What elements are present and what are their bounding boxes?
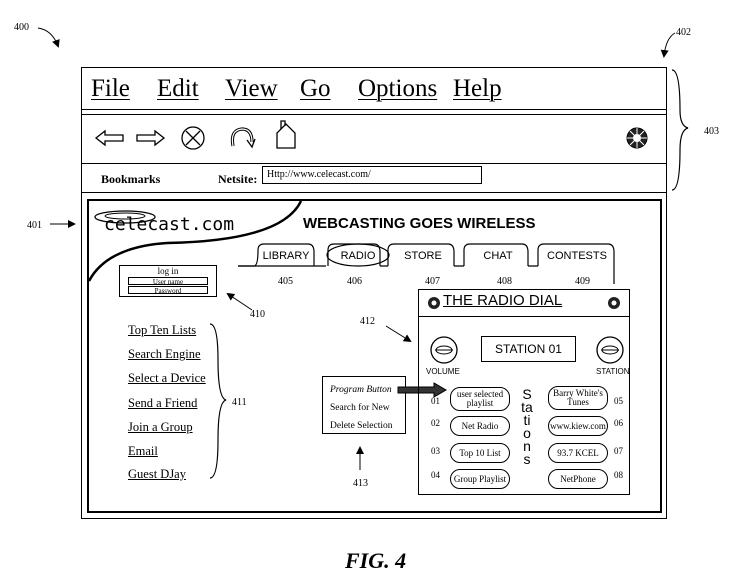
brace-411 <box>209 323 227 479</box>
ref-412: 412 <box>360 316 375 327</box>
forward-arrow-icon[interactable] <box>134 128 166 148</box>
menu-divider <box>82 109 666 110</box>
ref-406: 406 <box>347 276 362 287</box>
ref-410: 410 <box>250 309 265 320</box>
preset-context-menu: Program Button Search for New Delete Sel… <box>322 376 406 434</box>
preset-num-01: 01 <box>431 396 440 406</box>
dial-title: THE RADIO DIAL <box>443 292 563 309</box>
logo-curve <box>87 200 303 282</box>
dial-title-divider <box>419 316 629 317</box>
preset-button-05[interactable]: Barry White's Tunes <box>548 386 608 410</box>
menu-view[interactable]: View <box>225 75 278 102</box>
preset-button-08[interactable]: NetPhone <box>548 469 608 489</box>
ref-407: 407 <box>425 276 440 287</box>
preset-num-02: 02 <box>431 418 440 428</box>
dial-left-globe-icon <box>428 297 440 309</box>
nav-join-group[interactable]: Join a Group <box>128 420 193 434</box>
netsite-label: Netsite: <box>218 172 258 186</box>
radio-dial-panel <box>418 289 630 495</box>
menu-delete-selection[interactable]: Delete Selection <box>330 421 393 431</box>
menu-options[interactable]: Options <box>358 75 438 102</box>
station-knob-icon[interactable] <box>595 335 625 365</box>
web-content-area <box>87 199 662 513</box>
ref-405: 405 <box>278 276 293 287</box>
toolbar-divider <box>82 163 666 164</box>
volume-knob-icon[interactable] <box>429 335 459 365</box>
menu-file[interactable]: File <box>91 75 130 102</box>
preset-button-02[interactable]: Net Radio <box>450 416 510 436</box>
preset-button-04[interactable]: Group Playlist <box>450 469 510 489</box>
preset-button-07[interactable]: 93.7 KCEL <box>548 443 608 463</box>
preset-num-05: 05 <box>614 396 623 406</box>
menu-search-for-new[interactable]: Search for New <box>330 403 390 413</box>
ref-409: 409 <box>575 276 590 287</box>
url-input[interactable]: Http://www.celecast.com/ <box>262 166 482 184</box>
nav-select-device[interactable]: Select a Device <box>128 371 206 385</box>
nav-email[interactable]: Email <box>128 444 158 458</box>
tab-contests[interactable]: CONTESTS <box>547 250 607 262</box>
nav-top-ten-lists[interactable]: Top Ten Lists <box>128 323 197 337</box>
ref-413: 413 <box>353 478 368 489</box>
arrow-402 <box>660 32 676 58</box>
ref-401: 401 <box>27 220 42 231</box>
password-field[interactable]: Password <box>128 286 208 295</box>
preset-button-01[interactable]: user selected playlist <box>450 387 510 411</box>
brace-403 <box>671 69 689 191</box>
tab-library[interactable]: LIBRARY <box>262 250 310 262</box>
arrow-400 <box>37 27 60 48</box>
arrow-412 <box>385 325 412 343</box>
username-field[interactable]: User name <box>128 277 208 286</box>
address-divider <box>82 192 666 193</box>
volume-label: VOLUME <box>426 367 460 376</box>
site-headline: WEBCASTING GOES WIRELESS <box>303 215 536 232</box>
ref-403: 403 <box>704 126 719 137</box>
ref-400: 400 <box>14 22 29 33</box>
figure-label: FIG. 4 <box>345 548 407 573</box>
preset-num-08: 08 <box>614 470 623 480</box>
menu-divider-double <box>82 114 666 115</box>
ref-408: 408 <box>497 276 512 287</box>
browser-window <box>81 67 667 519</box>
home-icon[interactable] <box>274 119 298 151</box>
preset-num-06: 06 <box>614 418 623 428</box>
login-title: log in <box>157 266 179 276</box>
ref-402: 402 <box>676 27 691 38</box>
preset-num-07: 07 <box>614 446 623 456</box>
tab-strip <box>238 243 615 284</box>
preset-num-03: 03 <box>431 446 440 456</box>
preset-button-06[interactable]: www.kiew.com <box>548 416 608 436</box>
menu-help[interactable]: Help <box>453 75 502 102</box>
site-logo[interactable]: celecast.com <box>104 214 235 235</box>
dial-header-icons <box>428 297 620 309</box>
stop-icon[interactable] <box>180 125 206 151</box>
nav-search-engine[interactable]: Search Engine <box>128 347 201 361</box>
back-arrow-icon[interactable] <box>94 128 126 148</box>
station-knob-label: STATION <box>596 367 630 376</box>
preset-num-04: 04 <box>431 470 440 480</box>
bookmarks-label[interactable]: Bookmarks <box>101 172 161 186</box>
stations-vertical-label: Stations <box>521 386 533 467</box>
ref-411: 411 <box>232 397 247 408</box>
dial-right-globe-icon <box>608 297 620 309</box>
nav-send-friend[interactable]: Send a Friend <box>128 396 198 410</box>
nav-guest-djay[interactable]: Guest DJay <box>128 467 186 481</box>
tab-radio[interactable]: RADIO <box>340 250 376 262</box>
menu-edit[interactable]: Edit <box>157 75 199 102</box>
login-box: log in User name Password <box>119 265 217 297</box>
reload-icon[interactable] <box>228 124 256 150</box>
menu-go[interactable]: Go <box>300 75 331 102</box>
preset-button-03[interactable]: Top 10 List <box>450 443 510 463</box>
arrow-410 <box>226 292 253 311</box>
menu-program-button[interactable]: Program Button <box>330 385 392 395</box>
globe-icon[interactable] <box>625 126 649 150</box>
cursor-arrow-icon <box>397 382 447 398</box>
station-display: STATION 01 <box>481 336 576 362</box>
tab-store[interactable]: STORE <box>404 250 442 262</box>
tab-chat[interactable]: CHAT <box>483 250 513 262</box>
